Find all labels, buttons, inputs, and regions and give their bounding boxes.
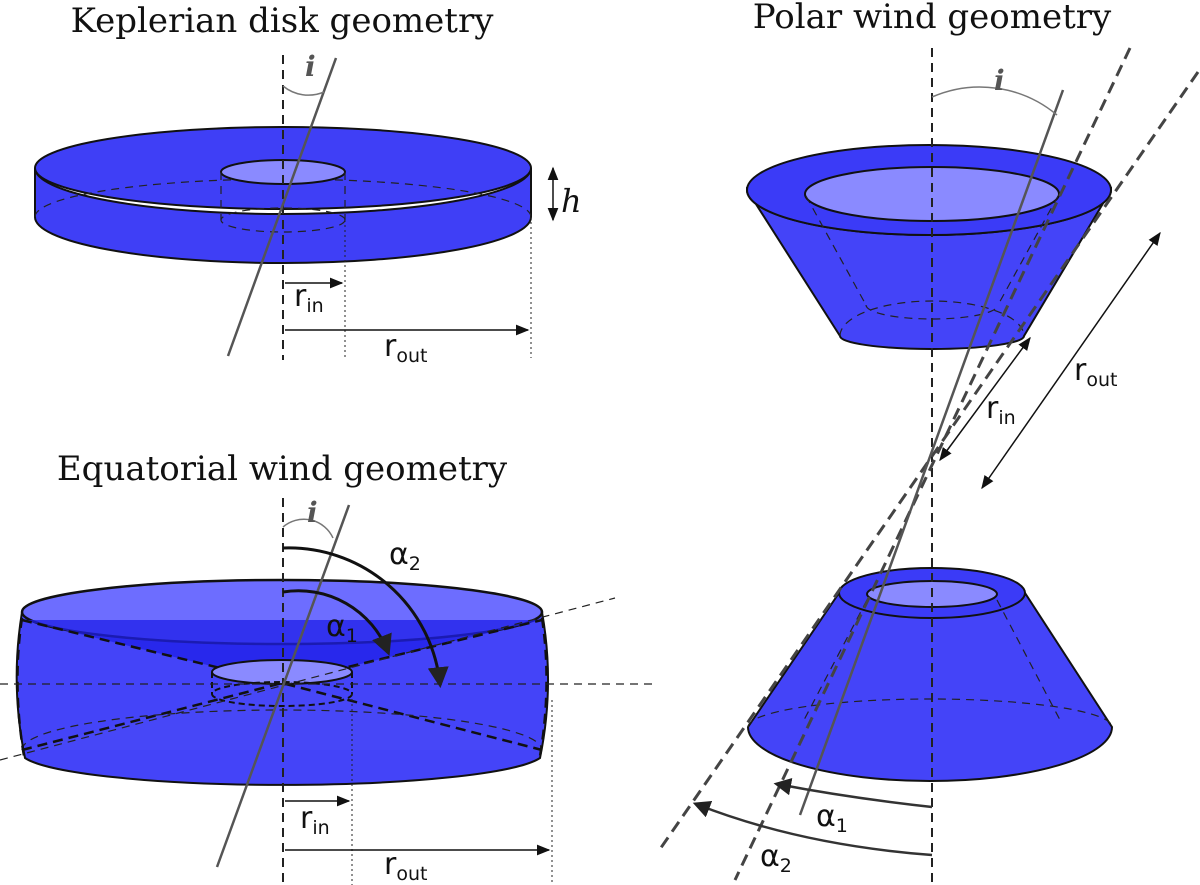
polar-alpha2-arc bbox=[692, 800, 933, 857]
equatorial-alpha1-label: α1 bbox=[326, 609, 358, 647]
keplerian-rout-label: rout bbox=[384, 329, 427, 367]
equatorial-inclination-arc bbox=[282, 518, 334, 539]
polar-panel: Polar wind geometry i rin rout α1 α2 bbox=[656, 0, 1200, 885]
keplerian-height-label: h bbox=[561, 182, 582, 220]
equatorial-opening-line bbox=[0, 597, 616, 761]
polar-alpha2-line bbox=[656, 71, 1200, 853]
equatorial-lower-edges bbox=[21, 681, 543, 752]
keplerian-panel: Keplerian disk geometry i h rin rout bbox=[34, 1, 582, 367]
equatorial-side-edges bbox=[16, 617, 548, 757]
polar-line-of-sight bbox=[798, 89, 1065, 816]
keplerian-line-of-sight bbox=[226, 57, 338, 357]
equatorial-inner-walls bbox=[211, 672, 353, 694]
equatorial-inclination-label: i bbox=[307, 496, 318, 529]
polar-rout-arrow bbox=[981, 231, 1161, 490]
equatorial-upper-edges bbox=[21, 618, 543, 685]
polar-lower-cone bbox=[746, 592, 1114, 782]
keplerian-inclination-label: i bbox=[305, 50, 316, 83]
polar-lower-inner-walls bbox=[803, 599, 1061, 721]
polar-alpha1-line bbox=[733, 47, 1132, 881]
equatorial-alpha2-arc bbox=[282, 546, 449, 689]
keplerian-rin-label: rin bbox=[294, 279, 324, 317]
equatorial-rout-label: rout bbox=[384, 847, 427, 885]
equatorial-alpha1-arc bbox=[282, 589, 392, 656]
polar-alpha1-arc bbox=[773, 778, 933, 809]
equatorial-panel: Equatorial wind geometry i α1 α2 rin rou… bbox=[0, 449, 655, 885]
keplerian-inner-walls bbox=[220, 172, 346, 220]
equatorial-rin-label: rin bbox=[300, 801, 330, 839]
equatorial-title: Equatorial wind geometry bbox=[57, 449, 508, 489]
polar-lower-hidden bbox=[747, 698, 1113, 728]
polar-rin-label: rin bbox=[986, 391, 1016, 429]
polar-rout-label: rout bbox=[1074, 353, 1117, 391]
polar-alpha2-label: α2 bbox=[760, 839, 792, 877]
polar-rin-arrow bbox=[939, 336, 1031, 462]
polar-inclination-arc bbox=[931, 86, 1058, 116]
polar-inclination-label: i bbox=[994, 64, 1005, 97]
equatorial-alpha2-label: α2 bbox=[389, 537, 421, 575]
equatorial-line-of-sight bbox=[215, 504, 351, 868]
polar-alpha1-label: α1 bbox=[816, 799, 848, 837]
keplerian-title: Keplerian disk geometry bbox=[71, 1, 495, 41]
keplerian-inclination-arc bbox=[282, 85, 325, 96]
polar-title: Polar wind geometry bbox=[753, 0, 1112, 37]
